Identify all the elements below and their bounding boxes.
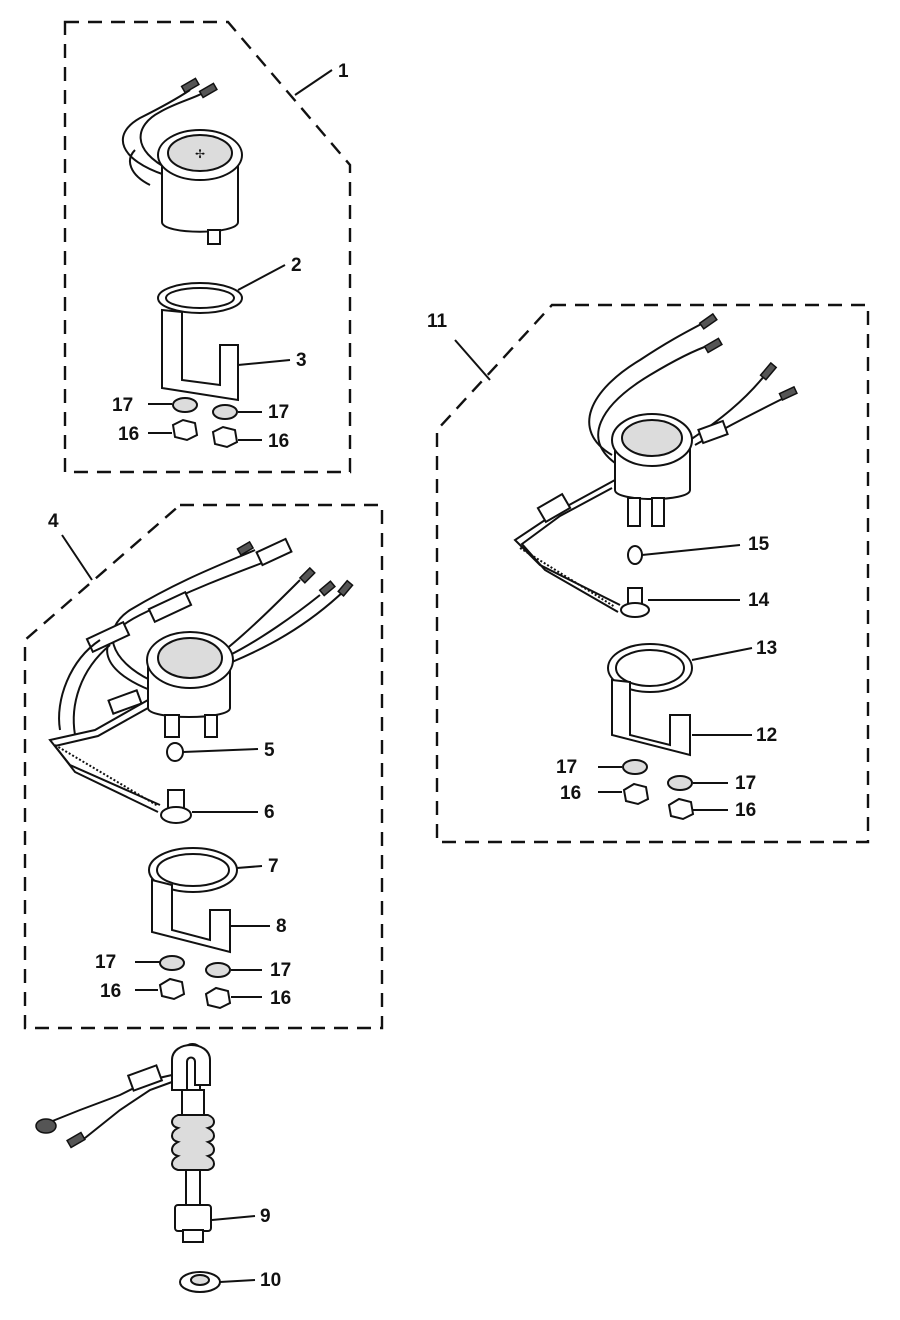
ring-5: [166, 742, 184, 762]
nut-16-left: [171, 418, 199, 442]
callout-8: 8: [276, 916, 287, 937]
washer-17-left: [172, 397, 198, 413]
assembly-group-4: 4 5 6 7 8 17 16 17 16: [23, 503, 384, 1030]
callout-17-g11-right: 17: [735, 773, 756, 794]
callout-3: 3: [296, 350, 307, 371]
bracket-3: [161, 308, 239, 402]
ring-15: [627, 545, 643, 565]
callout-17-g11-left: 17: [556, 757, 577, 778]
ring-13: [607, 643, 693, 693]
group-4-boundary: [23, 503, 384, 1030]
washer-17-g11-left: [622, 759, 648, 775]
assembly-group-1: ✢ 1 2 3 17 16 17 16: [63, 20, 352, 474]
gauge-11: [513, 312, 798, 613]
callout-15: 15: [748, 534, 770, 555]
nut-16-g11-left: [622, 782, 650, 806]
assembly-group-11: 11 15 14 13 12 17 16 17 16: [427, 303, 870, 844]
fitting-6: [160, 789, 192, 824]
callout-16-g11-left: 16: [560, 783, 581, 804]
callout-10: 10: [260, 1270, 281, 1291]
callout-2: 2: [291, 255, 302, 276]
callout-17-g1-left: 17: [112, 395, 133, 416]
callout-7: 7: [268, 856, 279, 877]
nut-16-right: [211, 425, 239, 449]
callout-17-g4-right: 17: [270, 960, 291, 981]
callout-14: 14: [748, 590, 770, 611]
callout-16-g1-left: 16: [118, 424, 139, 445]
svg-text:✢: ✢: [195, 147, 205, 161]
callout-1: 1: [338, 61, 349, 82]
callout-16-g11-right: 16: [735, 800, 756, 821]
callout-11: 11: [427, 311, 448, 332]
group-11-boundary: [435, 303, 870, 844]
washer-17-g4-right: [205, 962, 231, 978]
nut-16-g11-right: [667, 797, 695, 821]
nut-16-g4-right: [204, 986, 232, 1010]
washer-17-g4-left: [159, 955, 185, 971]
ring-7: [148, 847, 238, 893]
sender-unit-9: [35, 1043, 215, 1243]
callout-17-g1-right: 17: [268, 402, 289, 423]
callout-5: 5: [264, 740, 275, 761]
group-1-boundary: [63, 20, 352, 474]
gauge-1: ✢: [121, 77, 243, 245]
callout-16-g1-right: 16: [268, 431, 289, 452]
washer-17-g11-right: [667, 775, 693, 791]
callout-17-g4-left: 17: [95, 952, 116, 973]
bracket-12: [611, 678, 691, 757]
callout-9: 9: [260, 1206, 271, 1227]
callout-16-g4-right: 16: [270, 988, 291, 1009]
gauge-4: [48, 537, 354, 813]
callout-6: 6: [264, 802, 275, 823]
fitting-14: [620, 587, 650, 618]
nut-16-g4-left: [158, 977, 186, 1001]
callout-4: 4: [48, 511, 59, 532]
callout-13: 13: [756, 638, 777, 659]
callout-12: 12: [756, 725, 777, 746]
washer-17-right: [212, 404, 238, 420]
bracket-8: [151, 878, 231, 954]
callout-16-g4-left: 16: [100, 981, 121, 1002]
